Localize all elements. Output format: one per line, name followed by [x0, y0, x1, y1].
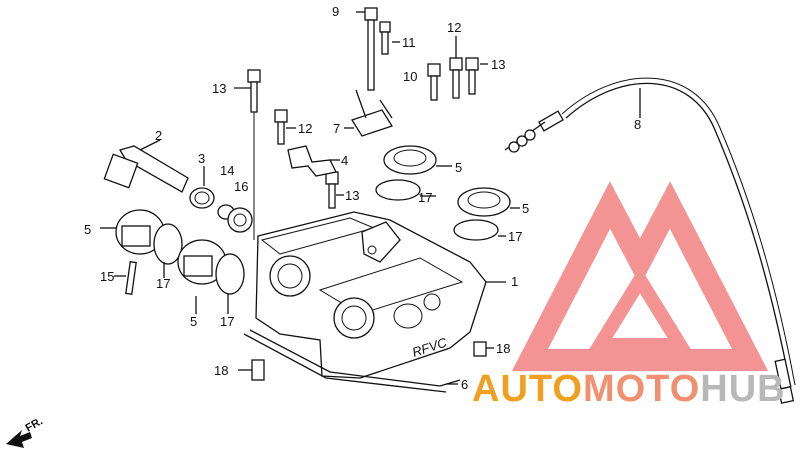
label-part-7: 7	[333, 121, 340, 136]
bolt-part-13-center	[325, 171, 344, 209]
label-part-11: 11	[402, 35, 416, 50]
gasket-part-17-top-right	[375, 179, 436, 201]
bolt-part-11	[379, 21, 400, 55]
label-part-2: 2	[155, 128, 162, 143]
label-part-6: 6	[461, 377, 468, 392]
label-part-13-right: 13	[491, 57, 505, 72]
front-indicator-label: FR.	[24, 415, 45, 434]
dowel-pin-part-18-left	[238, 359, 265, 381]
bolt-part-12-left	[274, 109, 296, 145]
label-part-13-center: 13	[345, 188, 359, 203]
label-part-9: 9	[332, 4, 339, 19]
label-part-12-right: 12	[447, 20, 461, 35]
watermark-text-part1: AUTO	[472, 368, 583, 410]
label-part-17-top-right: 17	[418, 190, 432, 205]
dowel-pin-part-18-right	[473, 341, 494, 357]
label-part-17-right: 17	[508, 229, 522, 244]
cap-part-5-left-upper	[100, 209, 165, 255]
spring-part-3	[189, 166, 215, 209]
gasket-part-6	[243, 329, 461, 393]
label-part-17-left-lower: 17	[220, 314, 234, 329]
bolt-part-12-right	[449, 36, 463, 99]
label-part-14: 14	[220, 163, 234, 178]
cable-part-8	[504, 77, 796, 404]
label-part-5-right: 5	[522, 201, 529, 216]
cap-part-5-top-right	[383, 145, 452, 175]
gasket-part-17-right	[453, 219, 506, 241]
label-part-13-left: 13	[212, 81, 226, 96]
label-part-8: 8	[634, 117, 641, 132]
clip-part-7	[344, 89, 393, 137]
bracket-part-4	[287, 145, 340, 177]
bolt-part-10	[427, 63, 441, 101]
label-part-1: 1	[511, 274, 518, 289]
label-part-3: 3	[198, 151, 205, 166]
front-arrow-icon	[6, 430, 32, 448]
label-part-18-right: 18	[496, 341, 510, 356]
cylinder-head-cover-part-1	[255, 211, 506, 379]
cap-part-5-right	[457, 187, 520, 217]
label-part-5-top-right: 5	[455, 160, 462, 175]
label-part-12-left: 12	[298, 121, 312, 136]
label-part-10: 10	[403, 69, 417, 84]
bolt-part-13-left	[234, 69, 261, 240]
o-ring-part-17-left-upper	[153, 223, 183, 278]
label-part-17-left-upper: 17	[156, 276, 170, 291]
pin-part-15	[114, 261, 137, 295]
label-part-18-left: 18	[214, 363, 228, 378]
o-ring-part-17-left-lower	[215, 253, 245, 314]
label-part-4: 4	[341, 153, 348, 168]
watermark-text-part2: MOTO	[582, 368, 701, 410]
watermark-logo-text: AUTOMOTOHUB	[472, 368, 786, 411]
shaft-part-2	[103, 139, 189, 193]
bolt-part-9	[356, 7, 378, 91]
label-part-5-left-upper: 5	[84, 222, 91, 237]
watermark-text-part3: HUB	[700, 368, 786, 410]
oil-seal-part-16	[227, 207, 253, 233]
label-part-15: 15	[100, 269, 114, 284]
label-part-16: 16	[234, 179, 248, 194]
watermark-triangle-logo	[511, 181, 769, 371]
bolt-part-13-right	[465, 57, 488, 95]
label-part-5-left-lower: 5	[190, 314, 197, 329]
